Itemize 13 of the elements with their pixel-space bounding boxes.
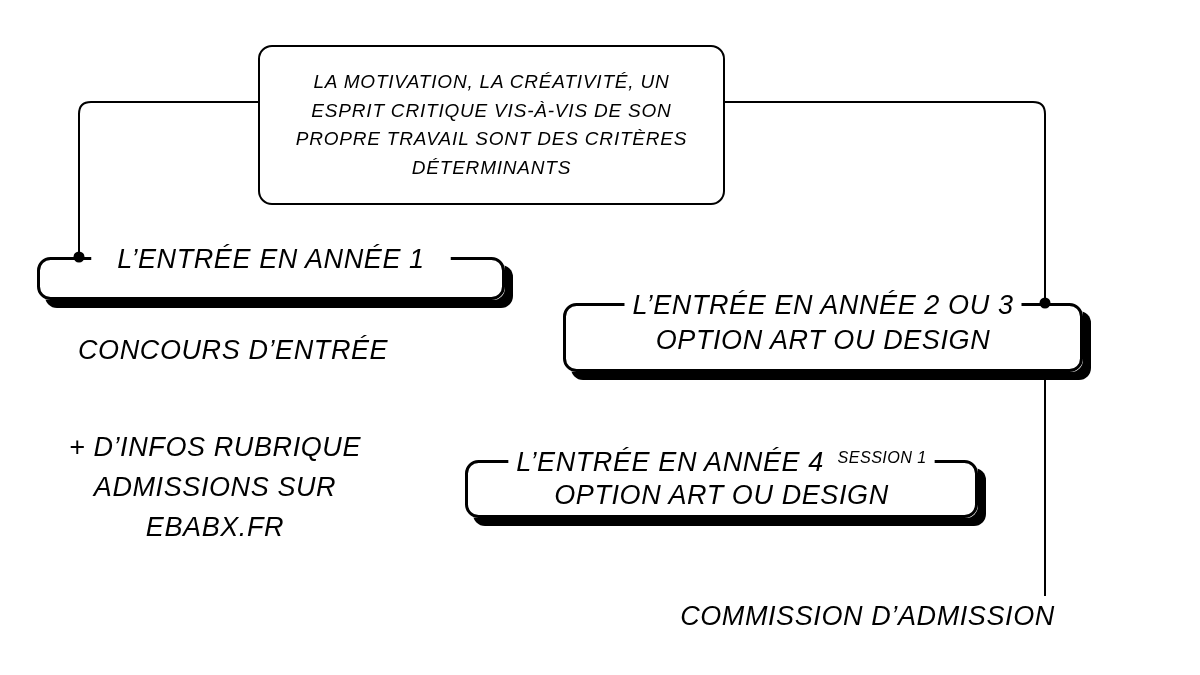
connector-line (724, 101, 1051, 309)
box-heading: L’ENTRÉE EN ANNÉE 2 OU 3 (632, 290, 1014, 320)
info-note: + D’INFOS RUBRIQUE ADMISSIONS SUR EBABX.FR (67, 431, 363, 544)
node-caption: CONCOURS D’ENTRÉE (78, 334, 389, 367)
node-text: COMMISSION D’ADMISSION (645, 596, 1090, 636)
box-text: LA MOTIVATION, LA CRÉATIVITÉ, UN ESPRIT CRITIQUE VIS-À-VIS DE SON PROPRE TRAVAIL SONT DES CRITÈRES DÉTERMINANTS (294, 70, 689, 180)
connector-line (1044, 379, 1046, 597)
box-text: OPTION ART OU DESIGN (654, 325, 992, 355)
text-box (258, 45, 725, 205)
connector-line (73, 101, 259, 263)
box-heading: L’ENTRÉE EN ANNÉE 1 (117, 244, 425, 274)
box-text: OPTION ART OU DESIGN (553, 480, 890, 510)
box-heading: L’ENTRÉE EN ANNÉE 4 $^{SESSION 1}$ (516, 447, 927, 477)
